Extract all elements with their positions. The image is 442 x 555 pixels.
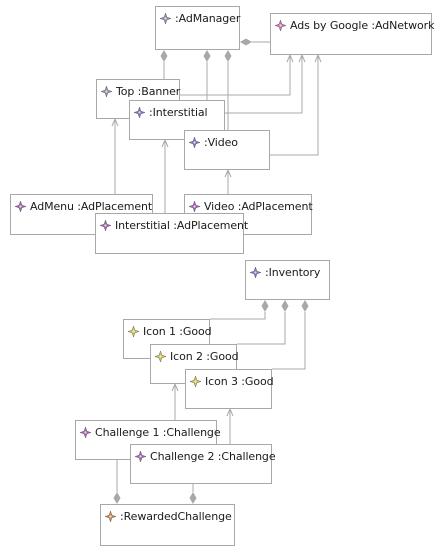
star-icon bbox=[189, 136, 200, 148]
node-label: :Interstitial bbox=[149, 105, 208, 119]
node-label: :Video bbox=[204, 135, 238, 149]
star-icon bbox=[135, 450, 146, 462]
node-header: AdMenu :AdPlacement bbox=[15, 198, 152, 214]
node-header: Ads by Google :AdNetwork bbox=[275, 17, 434, 33]
connector-line bbox=[180, 55, 291, 96]
node-label: :AdManager bbox=[175, 11, 241, 25]
node-label: AdMenu :AdPlacement bbox=[30, 199, 153, 213]
star-icon bbox=[190, 375, 201, 387]
star-icon bbox=[250, 266, 261, 278]
node-header: Top :Banner bbox=[101, 83, 180, 99]
node-label: Challenge 2 :Challenge bbox=[150, 449, 276, 463]
star-icon bbox=[15, 200, 26, 212]
node-label: Ads by Google :AdNetwork bbox=[290, 18, 435, 32]
node-label: Icon 3 :Good bbox=[205, 374, 274, 388]
connector-line bbox=[272, 312, 306, 370]
arrow-head bbox=[286, 53, 294, 63]
node-video[interactable]: :Video bbox=[184, 130, 270, 170]
node-header: Interstitial :AdPlacement bbox=[100, 217, 248, 233]
arrow-head bbox=[161, 138, 169, 148]
node-label: Top :Banner bbox=[116, 84, 181, 98]
node-header: Challenge 2 :Challenge bbox=[135, 448, 276, 464]
star-icon bbox=[160, 12, 171, 24]
node-header: :AdManager bbox=[160, 10, 240, 26]
arrow-head bbox=[111, 117, 119, 127]
node-video-placement[interactable]: Video :AdPlacement bbox=[184, 194, 313, 235]
node-challenge-2[interactable]: Challenge 2 :Challenge bbox=[130, 444, 276, 484]
node-icon-1[interactable]: Icon 1 :Good bbox=[123, 319, 212, 359]
node-label: Icon 2 :Good bbox=[170, 349, 239, 363]
arrow-head bbox=[314, 53, 322, 63]
star-icon bbox=[155, 350, 166, 362]
connector-line bbox=[225, 55, 303, 114]
node-header: :Inventory bbox=[250, 264, 320, 280]
node-header: Icon 2 :Good bbox=[155, 348, 239, 364]
composition-diamond bbox=[203, 50, 211, 62]
node-rewarded-challenge[interactable]: :RewardedChallenge bbox=[100, 504, 235, 546]
node-header: Icon 3 :Good bbox=[190, 373, 274, 389]
node-header: Challenge 1 :Challenge bbox=[80, 424, 221, 440]
star-icon bbox=[80, 426, 91, 438]
node-label: :Inventory bbox=[265, 265, 321, 279]
arrow-head bbox=[298, 53, 306, 63]
star-icon bbox=[100, 219, 111, 231]
composition-diamond bbox=[281, 300, 289, 312]
node-label: Interstitial :AdPlacement bbox=[115, 218, 249, 232]
star-icon bbox=[128, 325, 139, 337]
connector-line bbox=[237, 312, 286, 345]
star-icon bbox=[101, 85, 112, 97]
node-label: Icon 1 :Good bbox=[143, 324, 212, 338]
arrow-head bbox=[226, 407, 234, 417]
composition-diamond bbox=[261, 300, 269, 312]
connector-line bbox=[270, 55, 319, 156]
connector-line bbox=[210, 312, 266, 320]
composition-diamond bbox=[189, 492, 197, 504]
node-label: Video :AdPlacement bbox=[204, 199, 313, 213]
star-icon bbox=[275, 19, 286, 31]
node-interstitial-placement[interactable]: Interstitial :AdPlacement bbox=[95, 213, 248, 254]
composition-diamond bbox=[301, 300, 309, 312]
star-icon bbox=[105, 510, 116, 522]
node-header: Video :AdPlacement bbox=[189, 198, 313, 214]
composition-diamond bbox=[240, 38, 252, 46]
star-icon bbox=[189, 200, 200, 212]
composition-diamond bbox=[224, 50, 232, 62]
arrow-head bbox=[224, 168, 232, 178]
composition-diamond bbox=[113, 492, 121, 504]
arrow-head bbox=[171, 382, 179, 392]
node-ad-manager[interactable]: :AdManager bbox=[155, 6, 240, 50]
node-header: :Interstitial bbox=[134, 104, 208, 120]
node-inventory[interactable]: :Inventory bbox=[245, 260, 330, 300]
composition-diamond bbox=[160, 50, 168, 62]
node-ad-network[interactable]: Ads by Google :AdNetwork bbox=[270, 13, 434, 55]
node-header: Icon 1 :Good bbox=[128, 323, 212, 339]
node-icon-3[interactable]: Icon 3 :Good bbox=[185, 369, 274, 409]
node-label: :RewardedChallenge bbox=[120, 509, 232, 523]
star-icon bbox=[134, 106, 145, 118]
node-label: Challenge 1 :Challenge bbox=[95, 425, 221, 439]
node-header: :Video bbox=[189, 134, 238, 150]
node-header: :RewardedChallenge bbox=[105, 508, 232, 524]
